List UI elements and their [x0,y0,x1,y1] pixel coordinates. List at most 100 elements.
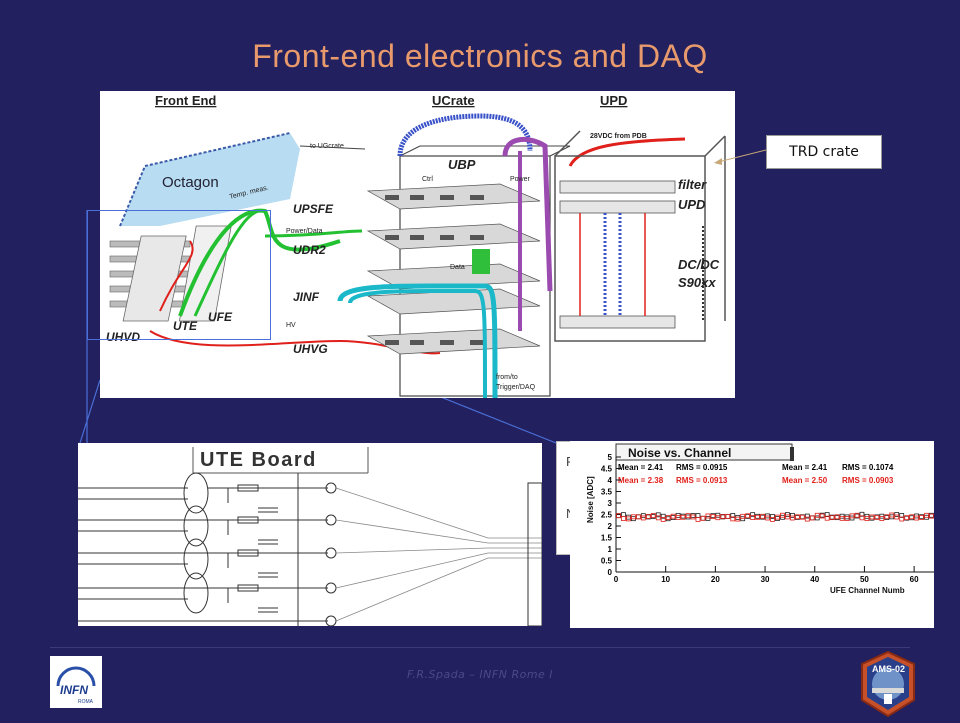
y-tick-label: 2.5 [601,511,613,520]
data-point [660,513,666,519]
x-tick-label: 20 [711,575,720,584]
data-point [735,516,741,522]
infn-logo-text: INFN [60,683,88,697]
data-point [899,513,905,518]
data-point [626,516,631,522]
footer-author: F.R.Spada – INFN Rome I [406,668,554,681]
ams-logo-text: AMS-02 [872,664,905,674]
data-point [650,512,656,518]
x-tick-label: 60 [910,575,919,584]
label-ute: UTE [173,319,198,333]
data-point [919,515,924,520]
label-ctrl: Ctrl [422,176,433,183]
data-point [859,511,865,517]
y-tick-label: 0.5 [601,557,613,566]
noise-plot-xlabel: UFE Channel Numb [830,586,905,595]
data-point [770,516,775,522]
data-point [879,516,885,521]
label-s90xx: S90xx [678,275,716,290]
data-point [869,514,875,520]
data-point [859,515,865,521]
data-point [655,515,661,521]
y-tick-label: 1.5 [601,534,613,543]
noise-plot-ylabel: Noise [ADC] [586,476,595,523]
stat-2-rms: RMS = 0.1074 [842,463,894,472]
data-point [700,515,706,521]
data-point [884,514,890,520]
data-point [695,517,701,522]
ute-board-schematic: UTE Board [78,443,542,626]
data-point [909,514,915,520]
label-upd: UPD [678,197,706,212]
data-point [894,512,900,517]
data-point [730,513,736,518]
data-point [730,516,736,522]
noise-plot: Noise vs. Channel Mean = 2.41 RMS = 0.09… [570,441,934,628]
infn-logo-sub: ROMA [78,699,94,705]
data-point [804,513,810,519]
data-point [740,513,746,519]
trd-crate-callout: TRD crate [766,135,882,169]
data-point [770,514,775,519]
data-point [715,512,721,518]
data-point [804,516,810,522]
data-point [720,513,726,519]
label-power-data: Power/Data [286,228,323,235]
data-point [630,514,636,520]
data-point [834,514,840,520]
data-point [635,514,641,520]
header-ucrate: UCrate [432,93,475,108]
label-uhvg: UHVG [293,342,328,356]
x-tick-label: 0 [614,575,619,584]
data-point [645,514,651,519]
data-point [929,513,934,519]
data-point [740,516,746,522]
x-tick-label: 10 [661,575,670,584]
data-point [765,515,770,521]
ams-02-patch: AMS-02 [858,650,918,718]
data-point [874,515,880,520]
data-point [789,515,795,521]
data-point [819,513,825,519]
x-tick-label: 30 [761,575,770,584]
data-point [665,515,671,520]
data-point [904,515,910,521]
data-point [750,512,756,518]
data-point [680,514,686,520]
data-point [899,516,905,522]
data-point [705,513,711,519]
data-point [889,512,895,518]
x-tick-label: 40 [810,575,819,584]
front-end-diagram: Front End UCrate UPD Octagon to UGcrate … [100,91,735,398]
label-to-ugcrate: to UGcrate [310,143,344,150]
y-tick-label: 2 [608,522,613,531]
label-uhvd: UHVD [106,330,140,344]
label-from-to: from/to [496,374,518,381]
callout-arrow [714,149,767,165]
data-point [789,512,795,518]
data-point [914,515,920,521]
y-tick-label: 5 [608,453,613,462]
data-point [725,513,731,519]
y-tick-label: 3.5 [601,488,613,497]
stat-2-mean: Mean = 2.41 [782,463,828,472]
data-point [760,513,765,519]
label-filter: filter [678,177,707,192]
zoom-frame [87,210,271,340]
data-point [616,513,621,519]
data-point [814,512,820,518]
slide-title: Front-end electronics and DAQ [252,38,708,74]
label-udr2: UDR2 [293,243,326,257]
data-point [794,514,800,520]
data-point [924,512,929,518]
header-front-end: Front End [155,93,216,108]
data-point [670,513,676,519]
label-from-pdb: 28VDC from PDB [590,133,647,140]
data-point [755,514,761,520]
stat-1-mean: Mean = 2.41 [618,463,664,472]
data-point [814,515,820,521]
data-point [715,515,721,521]
data-point [660,517,666,522]
data-point [685,513,691,519]
noise-plot-title: Noise vs. Channel [628,446,731,460]
